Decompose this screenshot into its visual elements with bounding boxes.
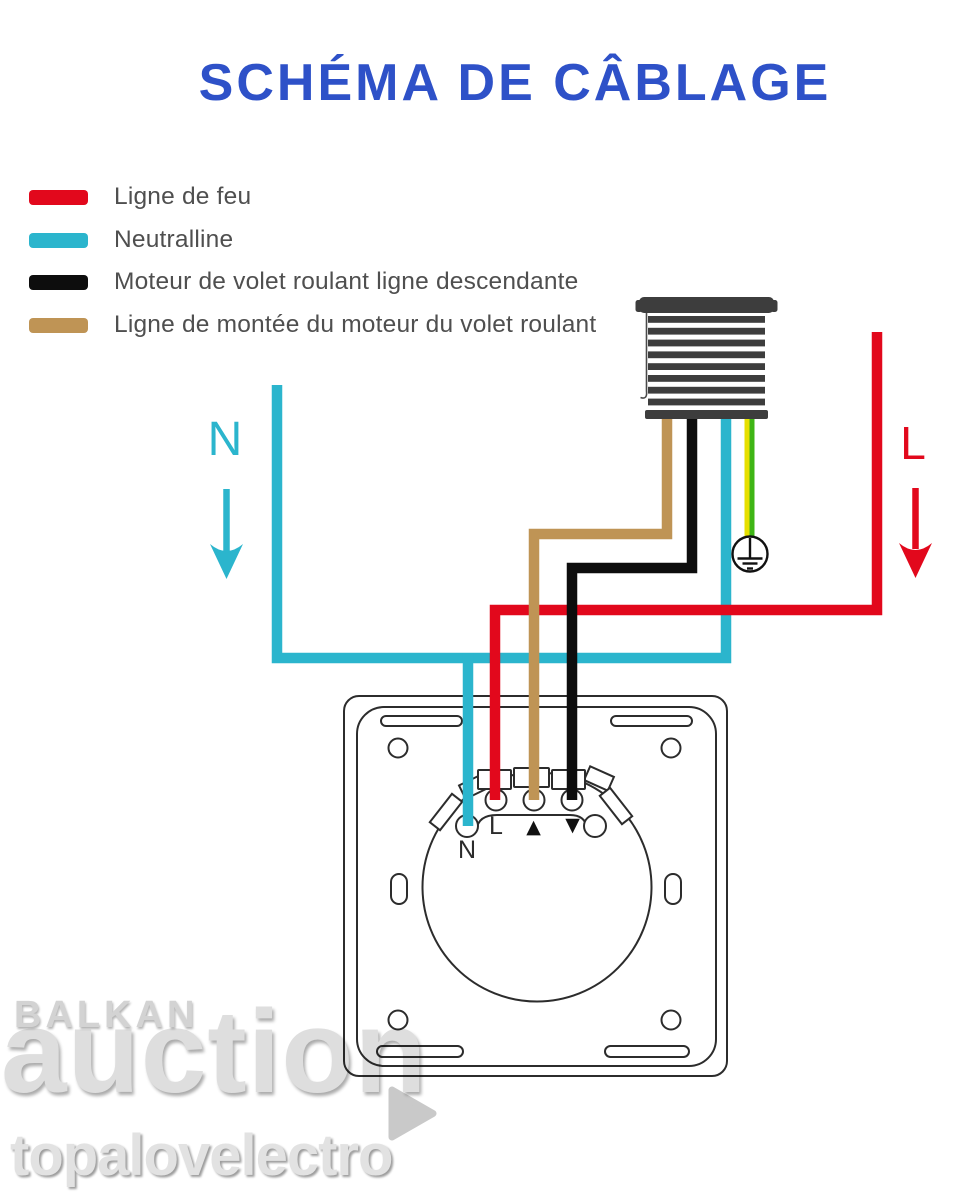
terminal-tab <box>582 765 616 792</box>
legend-row-motor-down: Moteur de volet roulant ligne descendant… <box>29 261 596 304</box>
live-supply-label: L <box>900 417 926 469</box>
terminal-label-live: L <box>489 812 503 840</box>
wires <box>271 332 883 826</box>
watermark-line3: topalovelectro <box>10 1123 393 1188</box>
legend-row-neutral: Neutralline <box>29 219 596 262</box>
watermark-play-icon <box>388 1086 437 1141</box>
terminal-label-neutral: N <box>458 836 476 864</box>
mounting-slot-top-left <box>380 715 463 727</box>
terminal-spare-hole <box>583 814 607 838</box>
screw-hole-top-left <box>387 737 409 759</box>
neutral-supply-indicator: N <box>208 413 243 579</box>
legend-label-motor-down: Moteur de volet roulant ligne descendant… <box>114 268 579 296</box>
side-slot-left <box>390 873 408 905</box>
mounting-slot-bottom-left <box>376 1045 464 1058</box>
side-slot-right <box>664 873 682 905</box>
motor-down-swatch-icon <box>29 275 88 291</box>
screw-hole-bottom-right <box>660 1009 682 1031</box>
legend-label-motor-up: Ligne de montée du moteur du volet roula… <box>114 311 597 339</box>
neutral-supply-label: N <box>208 413 243 466</box>
legend-row-motor-up: Ligne de montée du moteur du volet roula… <box>29 304 596 347</box>
module-clip-right <box>598 786 634 826</box>
legend: Ligne de feu Neutralline Moteur de volet… <box>29 176 596 347</box>
legend-label-live: Ligne de feu <box>114 183 252 211</box>
shutter-slats <box>648 316 765 406</box>
live-supply-indicator: L <box>899 417 932 578</box>
live-line-swatch-icon <box>29 189 88 205</box>
motor-down-wire <box>566 419 698 800</box>
neutral-wire <box>271 385 732 664</box>
screw-hole-top-right <box>660 737 682 759</box>
ground-symbol-icon <box>731 535 769 573</box>
motor-up-wire <box>528 419 673 800</box>
switch-back-plate <box>343 695 728 1077</box>
neutral-line-swatch-icon <box>29 232 88 248</box>
page-title: SCHÉMA DE CÂBLAGE <box>198 54 832 112</box>
watermark-line1: BALKAN <box>14 994 199 1036</box>
live-wire <box>489 332 883 800</box>
legend-row-live: Ligne de feu <box>29 176 596 219</box>
roller-shutter-motor <box>635 297 778 419</box>
mounting-slot-top-right <box>610 715 693 727</box>
terminal-label-down-icon: ▼ <box>565 814 580 836</box>
screw-hole-bottom-left <box>387 1009 409 1031</box>
terminal-labels: N L ▲ ▼ <box>458 812 580 864</box>
module-clip-left <box>428 792 464 832</box>
shutter-bottom-bar <box>645 410 768 419</box>
watermark-line2: auction <box>1 986 428 1118</box>
legend-label-neutral: Neutralline <box>114 225 234 253</box>
shutter-pull-cord <box>640 313 648 399</box>
motor-up-swatch-icon <box>29 317 88 333</box>
neutral-arrow-down-icon <box>210 544 243 579</box>
mounting-slot-bottom-right <box>604 1045 690 1058</box>
live-arrow-down-icon <box>899 543 932 578</box>
terminal-label-up-icon: ▲ <box>526 816 541 838</box>
motor-roller-tube <box>639 297 774 313</box>
